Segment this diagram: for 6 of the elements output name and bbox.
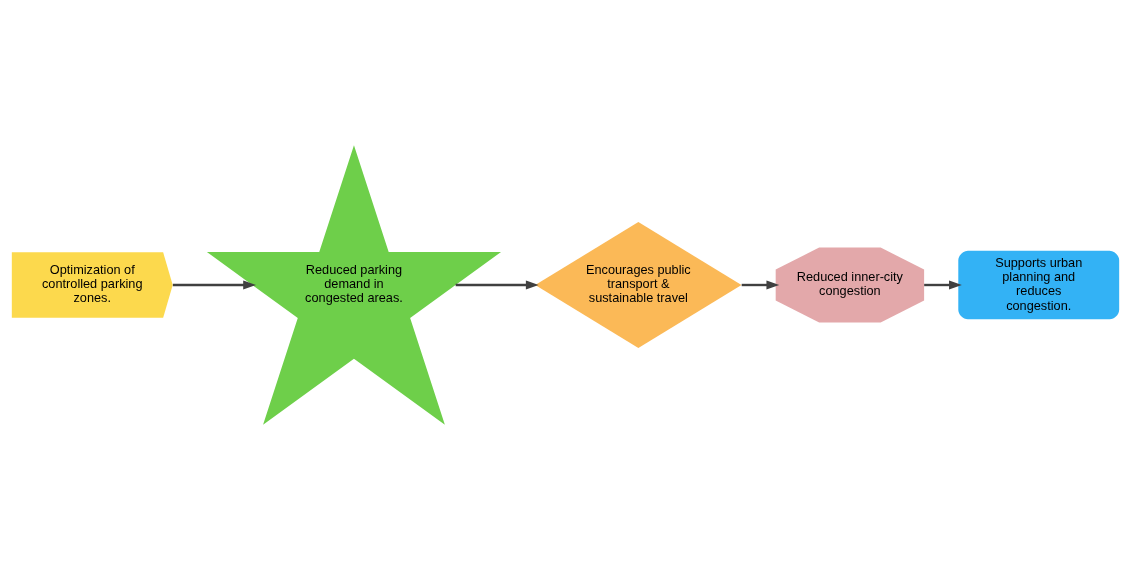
arrow bbox=[455, 280, 539, 290]
node-box: Supports urban planning and reduces congestion. bbox=[958, 250, 1120, 320]
arrow bbox=[741, 280, 780, 290]
arrow bbox=[172, 280, 256, 290]
arrow bbox=[924, 280, 962, 290]
node-diamond: Encourages public transport & sustainable travel bbox=[535, 222, 742, 348]
